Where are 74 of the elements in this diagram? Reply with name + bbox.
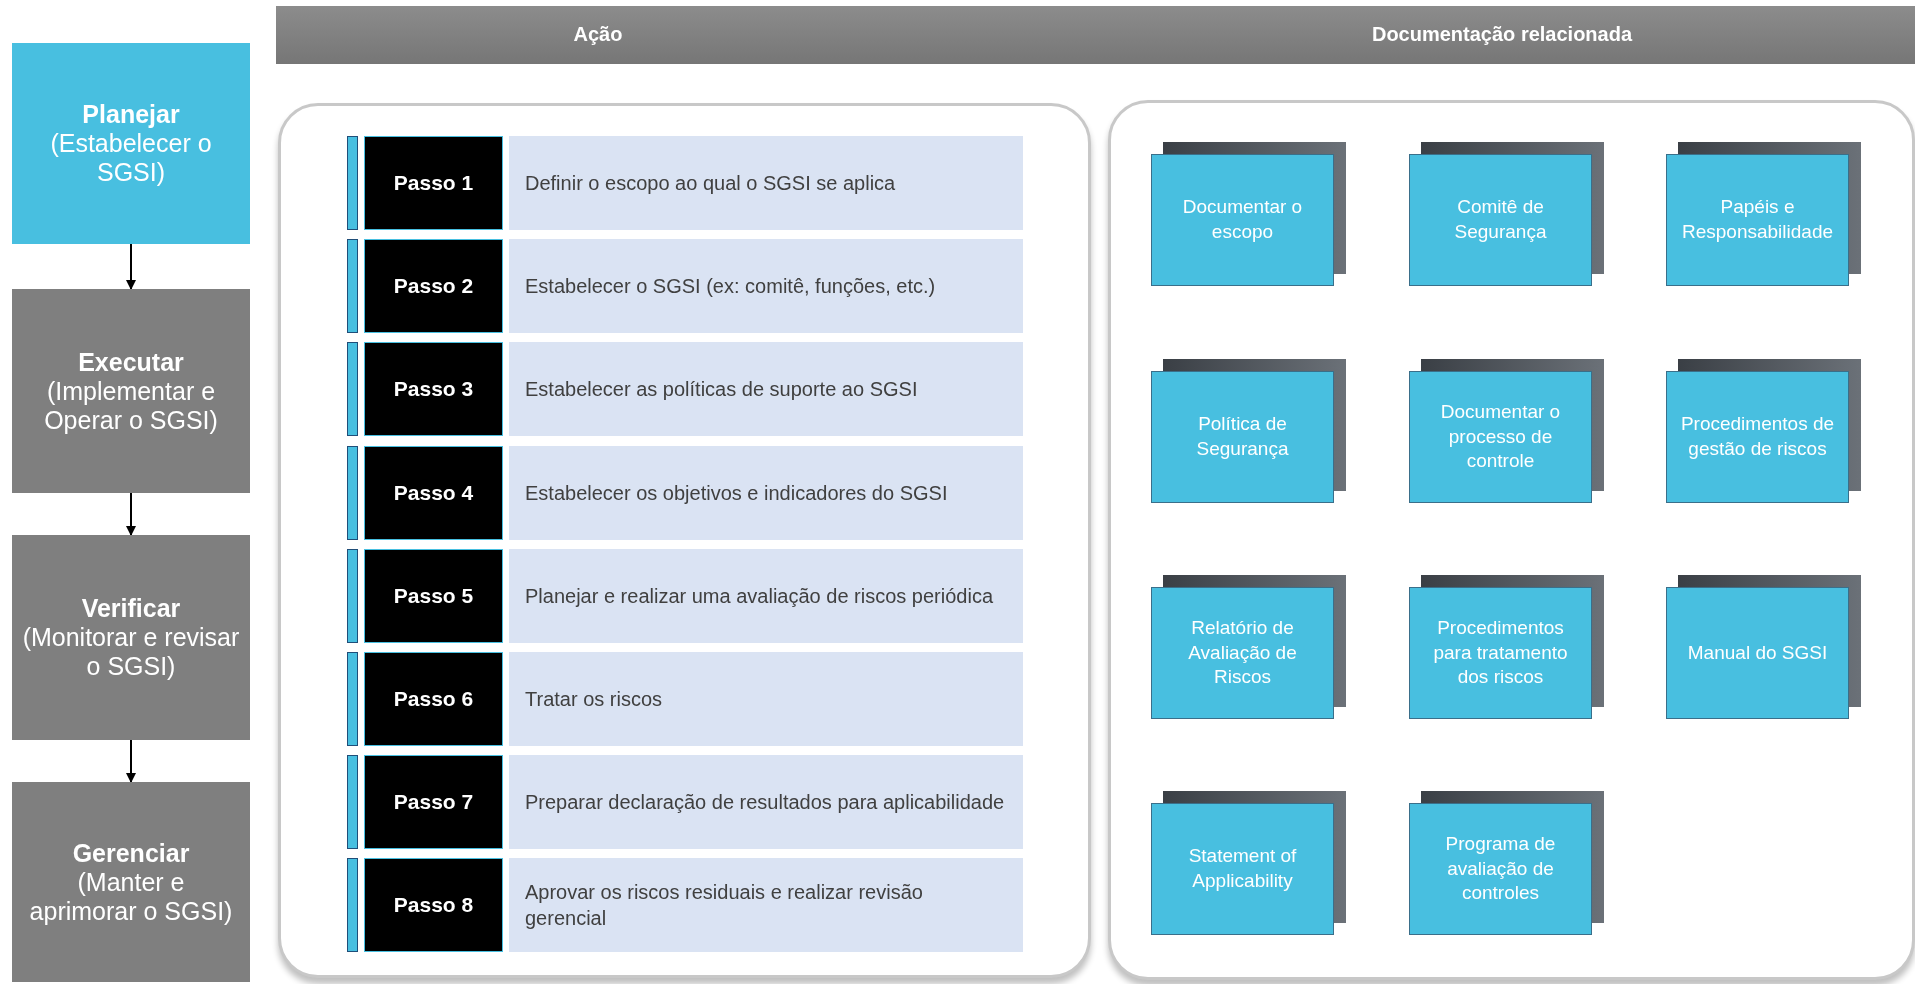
document-box: [1151, 587, 1334, 719]
document-title: Procedimentos de gestão de riscos: [1679, 412, 1836, 461]
step-description: Aprovar os riscos residuais e realizar revisão gerencial: [525, 880, 924, 932]
arrow: [126, 739, 136, 783]
step-box: [364, 858, 503, 953]
document-box: [1409, 803, 1592, 935]
document-title: Documentar o processo de controle: [1439, 399, 1562, 474]
step-description-box: [509, 136, 1023, 230]
document-box: [1151, 371, 1334, 503]
step-label: Passo 3: [393, 377, 474, 402]
document-box: [1666, 154, 1849, 286]
document-box: [1409, 587, 1592, 719]
step-label: Passo 4: [393, 480, 474, 505]
step-description-box: [509, 755, 1023, 850]
step-box: [364, 342, 503, 437]
phase-title: Gerenciar: [72, 838, 190, 868]
phase-description: (Monitorar e revisar o SGSI): [22, 623, 240, 681]
document-title: Relatório de Avaliação de Riscos: [1187, 615, 1298, 690]
step-description: Planejar e realizar uma avaliação de riscos periódica: [525, 583, 994, 609]
document-box: [1666, 371, 1849, 503]
step-description-box: [509, 548, 1023, 643]
document-box: [1409, 371, 1592, 503]
phase-box: [12, 782, 250, 982]
document-title: Documentar o escopo: [1181, 195, 1304, 244]
phase-title: Executar: [78, 347, 184, 377]
document-box: [1409, 154, 1592, 286]
step-description: Estabelecer o SGSI (ex: comitê, funções, etc.): [525, 274, 936, 300]
column-heading: Ação: [573, 23, 623, 46]
document-title: Procedimentos para tratamento dos riscos: [1432, 615, 1569, 690]
document-box: [1151, 803, 1334, 935]
step-label: Passo 2: [393, 274, 474, 299]
step-description-box: [509, 652, 1023, 746]
arrow: [126, 243, 136, 290]
panel-background: [1108, 100, 1915, 980]
document-box: [1666, 587, 1849, 719]
step-label: Passo 7: [393, 790, 474, 815]
phase-description: (Manter e aprimorar o SGSI): [28, 867, 234, 926]
phase-box: [12, 535, 250, 740]
phase-description: (Estabelecer o SGSI): [49, 129, 213, 187]
step-description: Preparar declaração de resultados para aplicabilidade: [525, 790, 1005, 816]
document-title: Comitê de Segurança: [1453, 195, 1548, 244]
step-description: Tratar os riscos: [525, 687, 663, 712]
arrow: [126, 492, 136, 536]
phase-title: Planejar: [82, 100, 180, 129]
phase-description: (Implementar e Operar o SGSI): [43, 376, 219, 435]
step-label: Passo 1: [393, 171, 474, 195]
step-description-box: [509, 858, 1023, 953]
step-description: Estabelecer as políticas de suporte ao SGSI: [525, 377, 918, 403]
header-bar: [276, 6, 1915, 64]
phase-box: [12, 43, 250, 244]
phase-title: Verificar: [81, 594, 181, 623]
step-box: [364, 239, 503, 334]
document-title: Statement of Applicability: [1187, 844, 1298, 893]
column-heading: Documentação relacionada: [1371, 23, 1633, 46]
step-label: Passo 6: [393, 687, 474, 711]
document-title: Programa de avaliação de controles: [1444, 831, 1557, 906]
step-description-box: [509, 342, 1023, 437]
document-box: [1151, 154, 1334, 286]
step-box: [364, 136, 503, 230]
step-box: [364, 652, 503, 746]
step-description-box: [509, 445, 1023, 540]
document-title: Política de Segurança: [1195, 412, 1290, 461]
step-description: Estabelecer os objetivos e indicadores do SGSI: [525, 480, 948, 506]
step-label: Passo 5: [393, 583, 474, 608]
document-title: Manual do SGSI: [1687, 640, 1828, 665]
step-description-box: [509, 239, 1023, 334]
step-box: [364, 445, 503, 540]
panel-background: [278, 103, 1091, 978]
step-box: [364, 755, 503, 850]
phase-box: [12, 289, 250, 493]
document-title: Papéis e Responsabilidade: [1680, 195, 1835, 244]
step-description: Definir o escopo ao qual o SGSI se aplica: [525, 171, 896, 196]
step-box: [364, 548, 503, 643]
step-label: Passo 8: [393, 893, 474, 918]
